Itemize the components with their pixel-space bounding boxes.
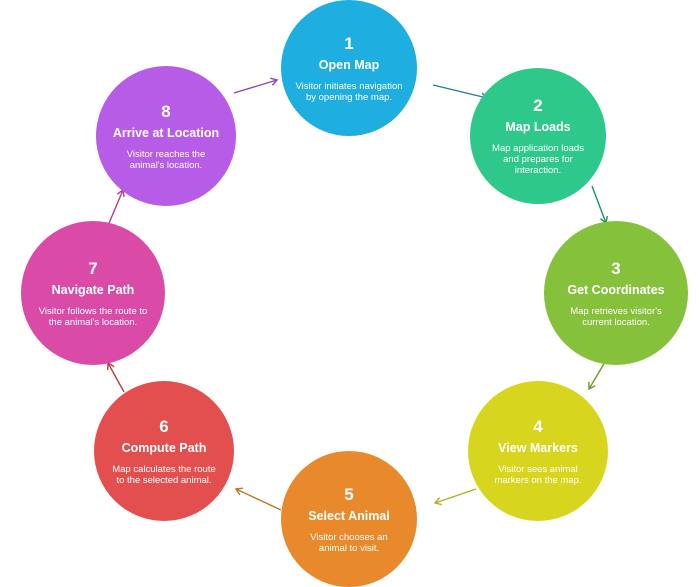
step-number: 2 [533,96,543,115]
step-number: 3 [611,258,621,278]
step-description: Visitor follows the route to the animal'… [38,305,148,328]
step-number: 8 [161,101,171,121]
step-title: Map Loads [505,120,571,134]
step-description: Map retrieves visitor's current location… [570,305,662,328]
arrowhead-5 [234,487,244,496]
step-1-node: 1 Open Map Visitor initiates navigation … [281,0,417,136]
step-3-node: 3 Get Coordinates Map retrieves visitor'… [544,221,688,365]
step-number: 5 [344,484,354,504]
arrowhead-3 [588,381,596,391]
arrowhead-4 [433,497,442,506]
arrow-5 [235,488,282,511]
step-title: Navigate Path [51,282,135,297]
step-description: Map calculates the route to the selected… [112,463,216,486]
step-5-node: 5 Select Animal Visitor chooses an anima… [281,451,417,587]
step-6-node: 6 Compute Path Map calculates the route … [94,381,234,521]
step-description: Visitor chooses an animal to visit. [310,531,388,554]
step-title: View Markers [498,440,578,455]
step-title: Select Animal [308,508,390,523]
step-number: 7 [88,258,98,278]
step-title: Get Coordinates [567,282,665,297]
step-title: Arrive at Location [112,125,220,140]
arrow-4 [434,488,477,504]
step-description: Visitor initiates navigation by opening … [295,80,403,103]
step-7-node: 7 Navigate Path Visitor follows the rout… [21,221,165,365]
arrowhead-8 [270,77,279,86]
step-2-node: 2 Map Loads Map application loads and pr… [470,68,606,204]
arrow-2 [591,185,607,224]
step-number: 4 [533,416,543,436]
arrow-1 [432,84,488,99]
step-description: Map application loads and prepares for i… [492,143,584,176]
step-number: 1 [344,33,354,53]
arrow-7 [106,189,124,229]
step-title: Open Map [318,57,380,72]
arrow-6 [107,362,125,393]
step-description: Visitor reaches the animal's location. [126,148,206,171]
step-4-node: 4 View Markers Visitor sees animal marke… [468,381,608,521]
step-number: 6 [159,416,169,436]
arrow-8 [233,79,278,94]
arrow-3 [588,361,606,390]
step-8-node: 8 Arrive at Location Visitor reaches the… [96,66,236,206]
step-title: Compute Path [121,440,207,455]
step-description: Visitor sees animal markers on the map. [494,463,582,486]
